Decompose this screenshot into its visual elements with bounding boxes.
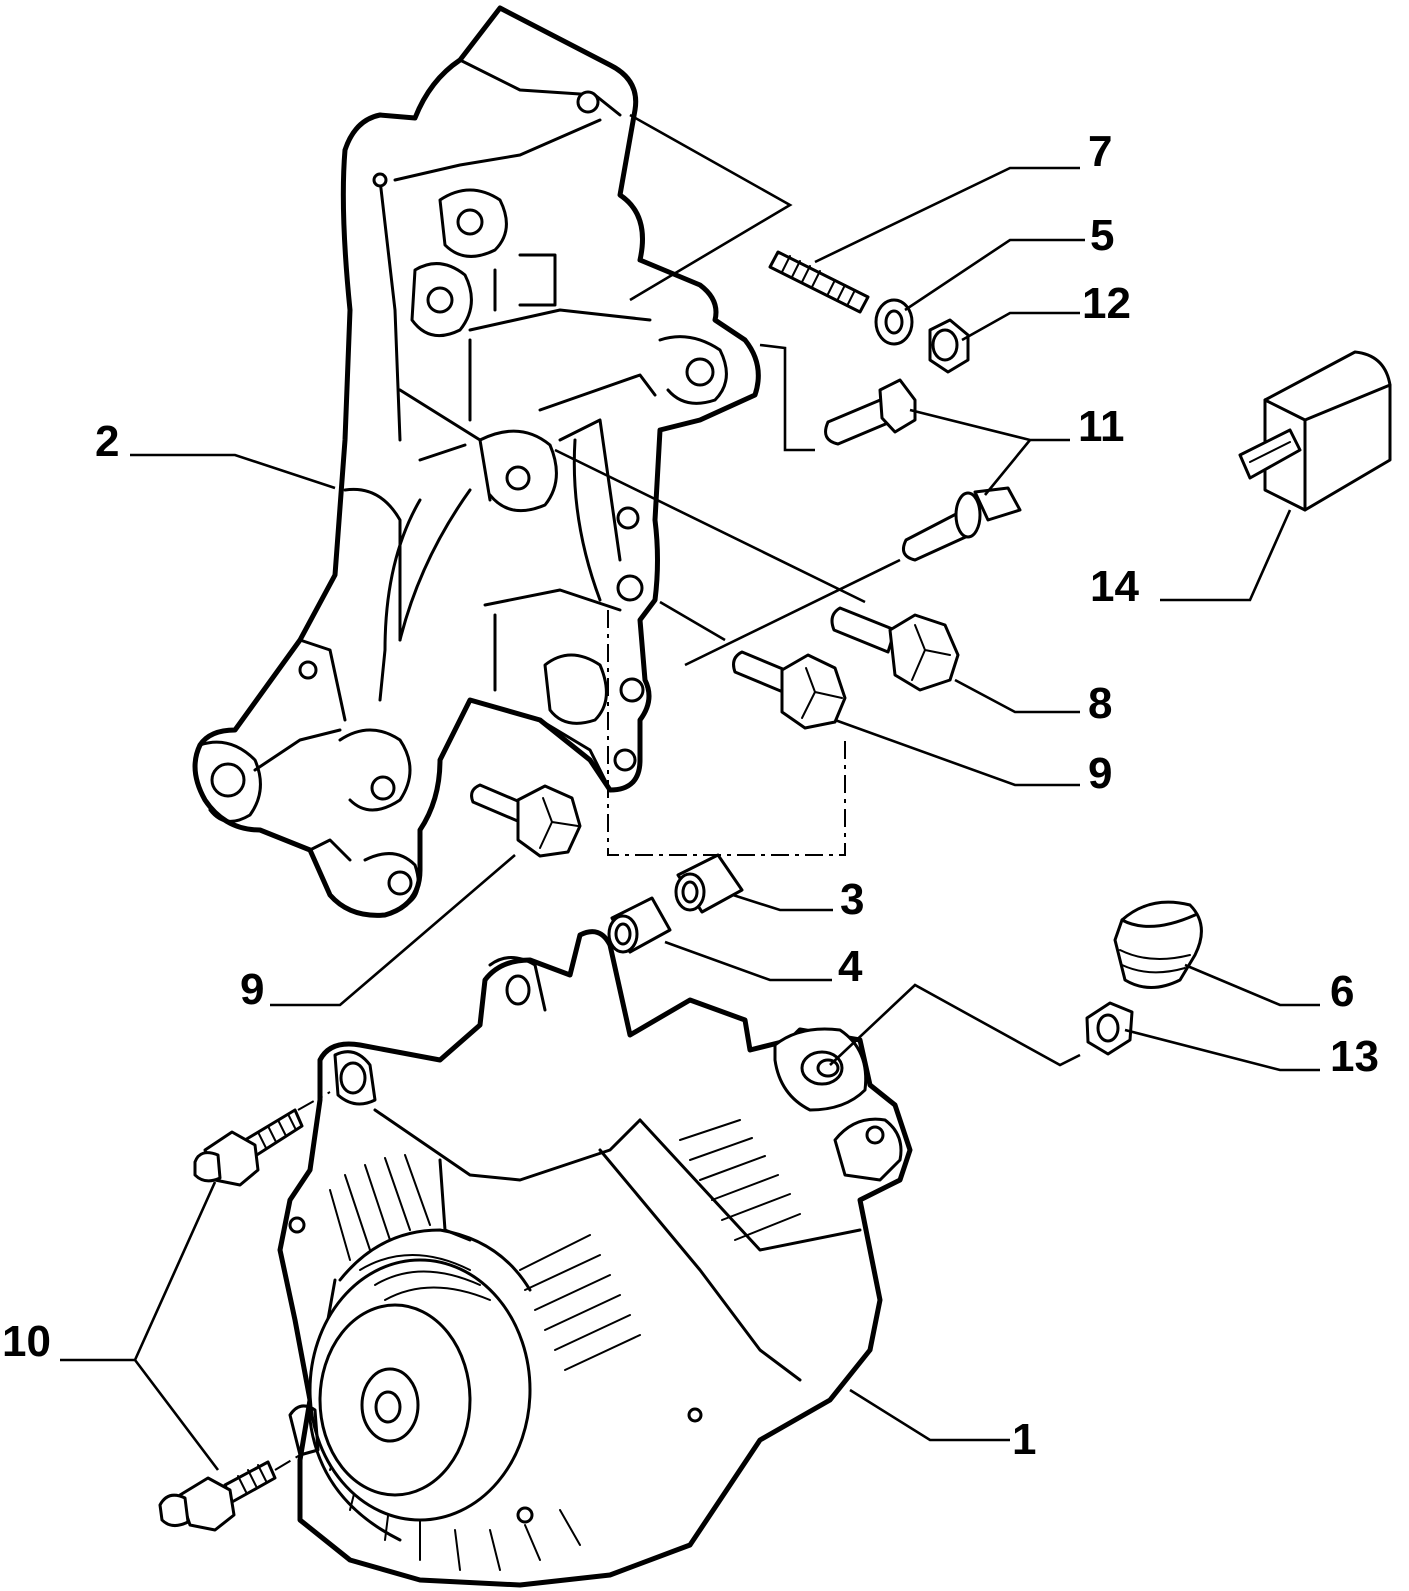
alternator-bolt-lower	[158, 1460, 277, 1532]
callout-13: 13	[1330, 1032, 1379, 1081]
callout-2: 2	[95, 417, 120, 466]
callout-6: 6	[1330, 967, 1355, 1016]
bushing	[674, 853, 744, 914]
callout-11: 11	[1078, 402, 1125, 451]
spacer-sleeve	[607, 896, 672, 954]
callout-8: 8	[1088, 679, 1113, 728]
leader-lines	[60, 166, 1320, 1471]
flange-bolt-lower	[470, 783, 582, 858]
bolt-upper	[824, 378, 917, 446]
callout-10: 10	[2, 1317, 51, 1366]
alternator-mounting-bracket	[192, 5, 761, 918]
alternator-bolt-upper	[193, 1108, 304, 1187]
callout-7: 7	[1088, 127, 1113, 176]
callout-1: 1	[1012, 1415, 1037, 1464]
hex-nut	[928, 318, 970, 374]
callout-14: 14	[1090, 562, 1139, 611]
callout-5: 5	[1090, 211, 1115, 260]
flange-bolt-upper	[732, 650, 847, 730]
callout-9-lower: 9	[240, 965, 265, 1014]
callout-12: 12	[1082, 279, 1131, 328]
bolt-lower-with-connector	[902, 486, 1022, 562]
alternator	[277, 929, 913, 1588]
protective-cap	[1113, 900, 1203, 989]
stud-bolt	[768, 250, 870, 314]
small-nut	[1085, 1001, 1134, 1056]
callout-3: 3	[840, 875, 865, 924]
callout-4: 4	[838, 942, 863, 991]
callout-9-upper: 9	[1088, 749, 1113, 798]
electrical-connector	[1238, 350, 1392, 512]
flange-bolt	[830, 606, 960, 692]
pulley	[308, 1254, 532, 1522]
cooling-slots	[519, 1119, 801, 1371]
